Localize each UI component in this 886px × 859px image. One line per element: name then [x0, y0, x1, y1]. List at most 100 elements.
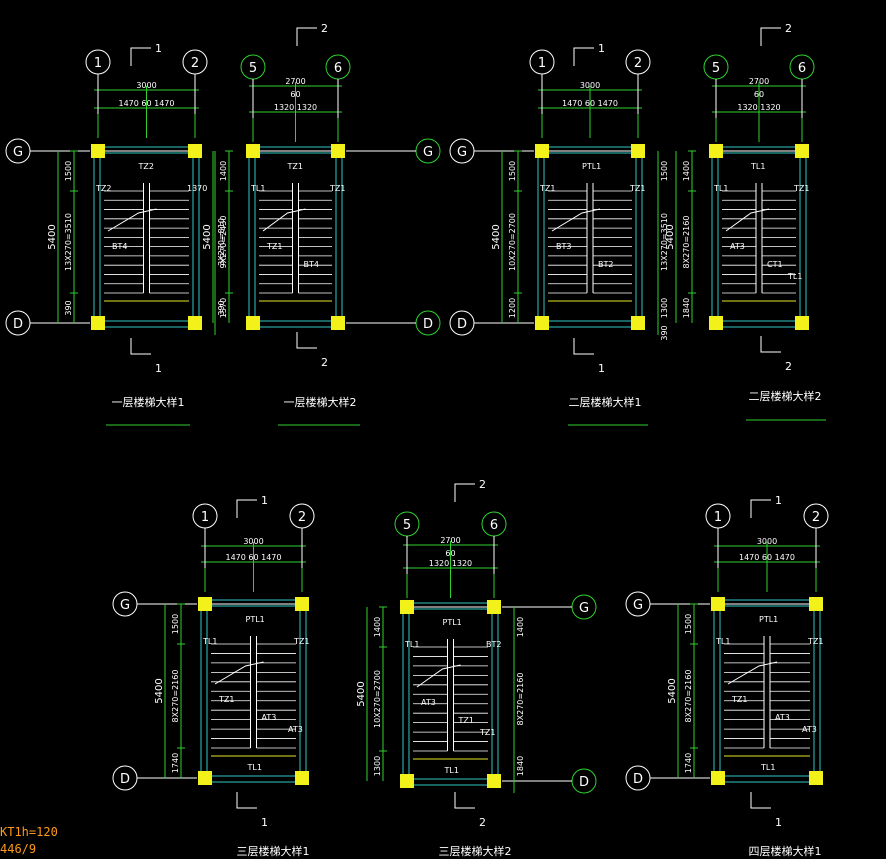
axis-label-D: D — [633, 772, 643, 787]
axis-label-1: 1 — [714, 510, 722, 525]
component-label: 1370 — [187, 184, 207, 193]
component-label: TL1 — [750, 162, 765, 171]
section-cut-mark-bottom — [236, 792, 257, 809]
column-block — [400, 774, 414, 788]
section-cut-label-bottom: 1 — [775, 816, 782, 829]
component-label: TL1 — [247, 763, 262, 772]
wall-outer — [713, 599, 821, 783]
component-label: BT2 — [598, 260, 613, 269]
side-dimension-label-right: 8X270=2160 — [516, 673, 525, 726]
side-dimension-label: 1500 — [684, 614, 693, 634]
side-dimension-label: 1570 — [219, 298, 228, 318]
column-block — [198, 771, 212, 785]
component-label: CT1 — [767, 260, 783, 269]
component-label: AT3 — [775, 713, 790, 722]
wall-outer — [537, 146, 643, 328]
section-cut-mark-bottom — [573, 338, 594, 355]
component-label: TZ1 — [329, 184, 345, 193]
component-label: TZ1 — [731, 695, 747, 704]
side-dimension-label-right: 3X270=810 — [217, 218, 226, 266]
column-block — [295, 771, 309, 785]
axis-label-D: D — [579, 775, 589, 790]
section-cut-mark-top — [573, 47, 594, 66]
section-cut-mark-bottom — [130, 338, 151, 355]
overall-height-label: 5400 — [202, 224, 213, 249]
panel-title: 三层楼梯大样2 — [439, 844, 512, 858]
side-dimension-label: 1200 — [508, 298, 517, 318]
side-dimension-label-right: 390 — [217, 300, 226, 315]
axis-label-5: 5 — [403, 518, 411, 533]
component-label: TL1 — [404, 640, 419, 649]
axis-label-6: 6 — [334, 61, 342, 76]
axis-label-2: 2 — [191, 56, 199, 71]
overall-width-label: 2700 — [440, 536, 460, 545]
side-dimension-label-right: 390 — [660, 325, 669, 340]
axis-label-G: G — [13, 145, 23, 160]
wall-inner — [717, 152, 801, 322]
section-cut-mark-bottom — [296, 332, 317, 349]
component-label: TZ1 — [293, 637, 309, 646]
panel-title: 一层楼梯大样1 — [112, 395, 185, 409]
stair-steps — [722, 183, 796, 302]
overall-width-label: 3000 — [243, 537, 263, 546]
axis-label-2: 2 — [298, 510, 306, 525]
axis-label-D: D — [120, 772, 130, 787]
segment-width-label: 1470 60 1470 — [119, 99, 175, 108]
overall-width-label: 2700 — [749, 77, 769, 86]
component-label: TZ1 — [629, 184, 645, 193]
column-block — [709, 316, 723, 330]
side-dimension-label: 8X270=2160 — [171, 670, 180, 723]
section-cut-mark-bottom — [454, 792, 475, 809]
side-dimension-label: 1740 — [684, 753, 693, 773]
wall-outer — [200, 599, 307, 783]
section-cut-mark-bottom — [760, 336, 781, 353]
component-label: TL1 — [444, 766, 459, 775]
column-block — [198, 597, 212, 611]
section-cut-label-top: 1 — [155, 42, 162, 55]
column-block — [188, 144, 202, 158]
component-label: AT3 — [288, 725, 303, 734]
axis-label-D: D — [457, 317, 467, 332]
stair-steps — [548, 183, 632, 302]
column-block — [795, 144, 809, 158]
walk-line — [262, 208, 306, 232]
overall-height-label: 5400 — [491, 224, 502, 249]
walk-line — [727, 661, 778, 685]
wall-inner — [719, 605, 815, 777]
column-block — [795, 316, 809, 330]
side-dimension-label: 8X270=2160 — [684, 670, 693, 723]
component-label: TL1 — [715, 637, 730, 646]
stair-steps — [259, 183, 332, 302]
axis-label-1: 1 — [94, 56, 102, 71]
section-cut-label-top: 1 — [598, 42, 605, 55]
axis-label-2: 2 — [634, 56, 642, 71]
wall-outer — [402, 602, 499, 786]
column-block — [400, 600, 414, 614]
column-block — [188, 316, 202, 330]
axis-label-G: G — [633, 598, 643, 613]
panel-title: 二层楼梯大样2 — [749, 389, 822, 403]
wall-inner — [254, 152, 337, 322]
column-block — [535, 316, 549, 330]
panel-title: 一层楼梯大样2 — [284, 395, 357, 409]
axis-label-2: 2 — [812, 510, 820, 525]
component-label: PTL1 — [443, 618, 462, 627]
component-label: TZ1 — [218, 695, 234, 704]
axis-label-G: G — [423, 145, 433, 160]
overall-width-label: 2700 — [285, 77, 305, 86]
axis-label-G: G — [457, 145, 467, 160]
component-label: TL1 — [713, 184, 728, 193]
panel-title: 三层楼梯大样1 — [237, 844, 310, 858]
column-block — [809, 771, 823, 785]
side-dimension-label: 1740 — [171, 753, 180, 773]
stair-steps — [724, 636, 810, 757]
component-label: PTL1 — [246, 615, 265, 624]
stair-steps — [211, 636, 296, 757]
side-dimension-label: 10X270=2700 — [373, 670, 382, 728]
component-label: TZ1 — [266, 242, 282, 251]
column-block — [91, 316, 105, 330]
column-block — [809, 597, 823, 611]
side-dimension-label: 1400 — [682, 161, 691, 181]
